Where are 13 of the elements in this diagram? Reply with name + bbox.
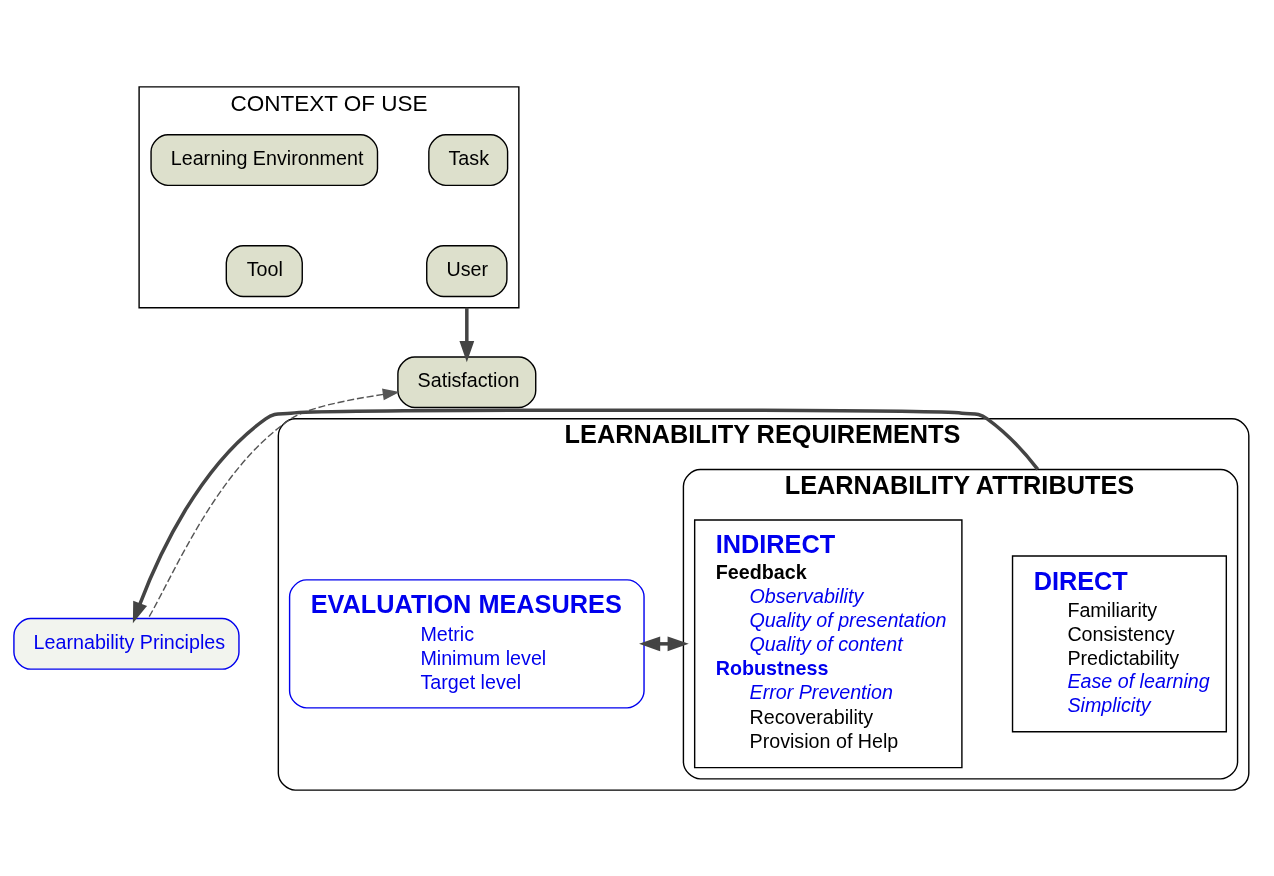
node-box: Tool [225, 244, 303, 297]
node-box: INDIRECT Feedback Observability Quality of presentation Quality of content Robustness Error Prevention Recoverability Provision of Help [693, 518, 963, 768]
arrow [147, 388, 400, 619]
node-box: EVALUATION MEASURES Metric Minimum level Target level [288, 578, 645, 709]
node-box: Satisfaction [397, 355, 537, 408]
arrow [132, 407, 1040, 623]
node-box: Learnability Principles [13, 617, 240, 670]
node-box: DIRECT Familiarity Consistency Predictability Ease of learning Simplicity [1011, 554, 1228, 732]
arrow [639, 635, 689, 651]
node-box: Task [428, 133, 509, 186]
node-box: Learning Environment [150, 133, 379, 186]
arrow [459, 307, 475, 362]
node-box: User [426, 244, 508, 297]
